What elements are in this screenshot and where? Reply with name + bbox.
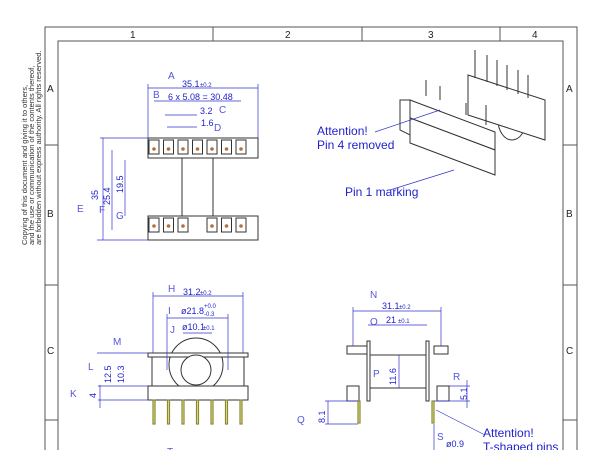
dim-letter: H [168, 284, 175, 295]
note-pin1: Pin 1 marking [345, 185, 418, 199]
dim-letter: O [370, 317, 378, 328]
pin-dot [152, 147, 156, 151]
dim-value: 12.5 [103, 365, 113, 383]
copyright-notice: Copying of this document and giving it t… [20, 50, 43, 245]
row-label: C [47, 346, 54, 357]
dim-value: 31.1 [382, 301, 400, 311]
column-label: 1 [130, 30, 136, 41]
dim-value: 1.6 [201, 118, 214, 128]
note-tpins-line2: T-shaped pins [483, 440, 558, 450]
dim-letter: P [373, 369, 380, 380]
note-pin4-line1: Attention! [317, 124, 368, 138]
dim-letter: R [453, 372, 460, 383]
dim-tol-minus: -0.3 [204, 312, 215, 318]
dim-value: 10.3 [116, 365, 126, 383]
pin-socket [148, 139, 160, 155]
dim-letter: B [153, 90, 160, 101]
dim-value: 35.1 [182, 79, 200, 89]
dim-letter: A [168, 71, 175, 82]
pin-dot [239, 147, 243, 151]
pin-socket [206, 139, 218, 155]
dim-letter: E [77, 204, 84, 215]
svg-text:are forbidden without express: are forbidden without express authority.… [34, 50, 43, 245]
dim-value: 4 [88, 393, 98, 398]
dim-tol: ±0.2 [200, 83, 212, 89]
column-label: 2 [285, 30, 291, 41]
dim-value: 31.2 [183, 287, 201, 297]
dim-value: 19.5 [115, 175, 125, 193]
dim-value: 3.2 [200, 106, 213, 116]
pin [239, 399, 243, 425]
pin [210, 399, 214, 425]
dim-value: 8.1 [317, 410, 327, 423]
dim-value: 11.6 [388, 368, 398, 385]
column-dividers [45, 27, 577, 421]
pin-dot [166, 224, 171, 228]
pin-socket [192, 139, 203, 155]
dim-letter: I [168, 306, 171, 317]
dim-letter: F [99, 205, 105, 216]
dim-letter: J [170, 325, 175, 336]
row-label: C [566, 346, 573, 357]
pin-dot [166, 147, 171, 151]
column-label: 3 [428, 30, 434, 41]
svg-text:Copying of this document and g: Copying of this document and giving it t… [20, 85, 29, 245]
column-label: 4 [532, 30, 538, 41]
pin [152, 399, 156, 425]
dim-value: 21 [386, 315, 396, 325]
pin-dot [152, 224, 156, 228]
pin-socket [163, 139, 174, 155]
dim-tol: ±0.1 [398, 319, 410, 325]
dim-value: ø21.8 [181, 306, 204, 316]
dim-letter: N [370, 290, 377, 301]
pin-dot [224, 224, 229, 228]
pin [166, 399, 171, 425]
dim-letter: C [219, 105, 226, 116]
dim-tol-plus: +0.0 [204, 304, 217, 310]
dim-letter: M [113, 337, 121, 348]
row-label: B [566, 209, 573, 220]
dim-tol: ±0.2 [399, 305, 411, 311]
pin-socket [177, 139, 189, 155]
pin-dot [181, 147, 185, 151]
note-tpins-line1: Attention! [483, 426, 534, 440]
dim-value: ø10.1 [182, 322, 205, 332]
row-label: A [566, 84, 573, 95]
dim-value: 25.4 [102, 187, 112, 205]
dim-value: 35 [90, 190, 100, 200]
dim-letter: K [70, 389, 77, 400]
row-label: A [47, 84, 54, 95]
pin-socket [221, 139, 232, 155]
isometric-view [374, 50, 546, 191]
dim-value: 6 x 5.08 = 30.48 [168, 92, 233, 102]
svg-text:and the use or communication o: and the use or communication of the cont… [27, 66, 36, 245]
pin [224, 399, 229, 425]
top-view [97, 84, 259, 241]
pin-dot [210, 224, 214, 228]
front-view [97, 292, 249, 425]
dim-letter: Q [297, 415, 305, 426]
pin-dot [224, 147, 229, 151]
pin-dot [181, 224, 185, 228]
pin [181, 399, 185, 425]
outer-frame [44, 26, 578, 450]
side-view [325, 307, 486, 450]
dim-tol: ±0.2 [200, 291, 212, 297]
pin-socket [235, 139, 247, 155]
pin-dot [195, 147, 200, 151]
dim-letter: L [88, 362, 94, 373]
pin-dot [210, 147, 214, 151]
pin [195, 399, 200, 425]
dim-tol: ±0.1 [203, 326, 215, 332]
note-pin4-line2: Pin 4 removed [317, 138, 394, 152]
dim-value: 5.1 [459, 387, 469, 400]
dim-letter: G [116, 211, 124, 222]
dim-value: ø0.9 [446, 439, 464, 449]
pin-dot [239, 224, 243, 228]
dim-letter: T [167, 447, 173, 450]
row-label: B [47, 209, 54, 220]
inner-frame [57, 40, 564, 450]
dim-letter: S [437, 432, 444, 443]
dim-letter: D [214, 123, 221, 134]
